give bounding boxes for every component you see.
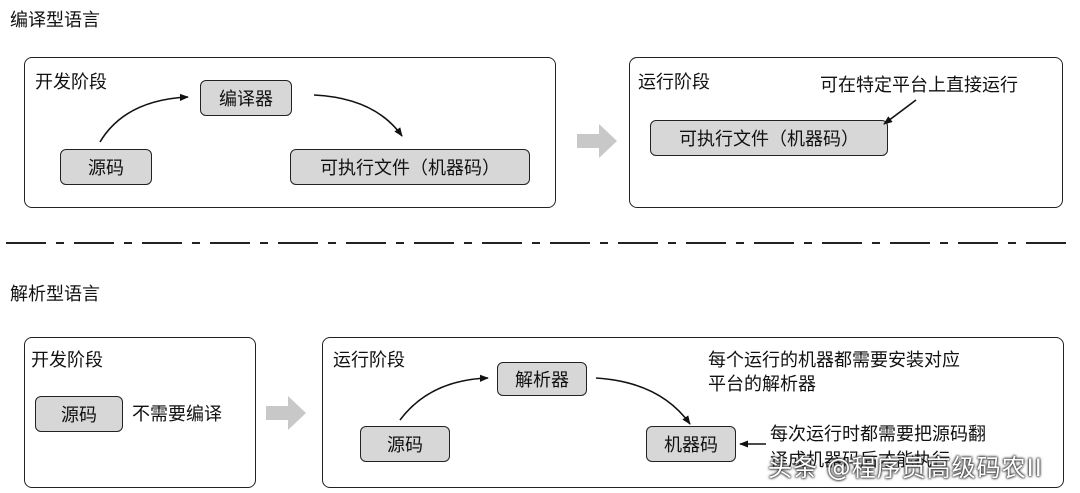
interpreter-install-note-line1: 每个运行的机器都需要安装对应 [708, 350, 960, 371]
interpreter-install-note-line2: 平台的解析器 [708, 374, 816, 395]
compiled-run-label: 运行阶段 [638, 72, 710, 93]
compiled-dev-label: 开发阶段 [35, 72, 107, 93]
interpreted-run-source-node: 源码 [360, 426, 450, 462]
machine-code-node: 机器码 [646, 426, 736, 462]
watermark: 头条 @程序员高级码农II [768, 454, 1043, 482]
interpreted-dev-label: 开发阶段 [31, 350, 103, 371]
interpreted-run-label: 运行阶段 [333, 350, 405, 371]
compiled-executable-node: 可执行文件（机器码） [290, 149, 530, 185]
translate-each-run-note-line2: 译成机器码后才能执行 [770, 450, 950, 471]
compiled-transition-arrow-icon [577, 124, 617, 158]
interpreted-language-title: 解析型语言 [10, 284, 100, 305]
run-executable-node: 可执行文件（机器码） [650, 120, 888, 156]
interpreted-transition-arrow-icon [266, 396, 306, 430]
compiled-language-title: 编译型语言 [10, 10, 100, 31]
direct-run-note: 可在特定平台上直接运行 [820, 75, 1018, 96]
interpreter-install-note: 每个运行的机器都需要安装对应 平台的解析器 [708, 349, 960, 397]
interpreted-dev-source-node: 源码 [35, 396, 123, 432]
section-divider [6, 242, 1076, 244]
compiler-node: 编译器 [200, 80, 292, 116]
translate-each-run-note-line1: 每次运行时都需要把源码翻 [770, 424, 986, 445]
compiled-source-node: 源码 [60, 149, 152, 185]
no-compile-note: 不需要编译 [132, 404, 222, 425]
compiled-dev-panel: 开发阶段 [24, 57, 556, 208]
translate-each-run-note: 每次运行时都需要把源码翻 译成机器码后才能执行 [770, 422, 986, 474]
interpreter-node: 解析器 [497, 362, 587, 396]
